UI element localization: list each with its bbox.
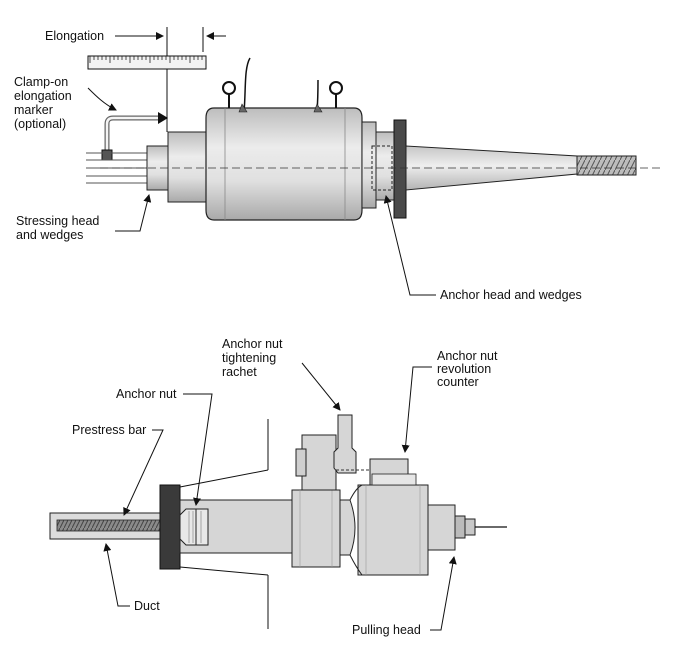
top-jack-diagram: Elongation Clamp-on elongation marker (o… — [14, 27, 660, 302]
label-clamp-3: marker — [14, 103, 53, 117]
label-revolution-3: counter — [437, 375, 479, 389]
clamp-marker-label: Clamp-on elongation marker (optional) — [14, 75, 168, 161]
anchor-nut — [179, 508, 197, 546]
marker-clamp — [101, 149, 113, 161]
prestress-bar — [56, 519, 178, 532]
hydraulic-fittings — [222, 57, 343, 113]
label-stressing-2: and wedges — [16, 228, 83, 242]
label-clamp-4: (optional) — [14, 117, 66, 131]
label-anchor-head: Anchor head and wedges — [440, 288, 582, 302]
label-revolution-1: Anchor nut — [437, 349, 498, 363]
ratchet-housing — [301, 434, 337, 491]
bearing-plate — [159, 484, 181, 570]
jack-ram — [291, 489, 341, 568]
elongation-dimension: Elongation — [45, 27, 226, 132]
label-elongation: Elongation — [45, 29, 104, 43]
jack-cylinder — [205, 107, 363, 221]
label-clamp-2: elongation — [14, 89, 72, 103]
jack-main-cylinder — [357, 484, 429, 576]
label-duct: Duct — [134, 599, 160, 613]
label-tightening-1: Anchor nut — [222, 337, 283, 351]
ruler — [87, 55, 207, 70]
label-stressing-1: Stressing head — [16, 214, 99, 228]
label-tightening-3: rachet — [222, 365, 257, 379]
anchor-plate — [393, 119, 407, 219]
label-clamp-1: Clamp-on — [14, 75, 68, 89]
label-prestress-bar: Prestress bar — [72, 423, 146, 437]
label-pulling-head: Pulling head — [352, 623, 421, 637]
label-anchor-nut: Anchor nut — [116, 387, 177, 401]
bottom-jack-diagram: Anchor nut tightening rachet Anchor nut … — [49, 337, 507, 637]
tightening-rachet — [333, 414, 357, 474]
threaded-end — [576, 155, 637, 176]
label-tightening-2: tightening — [222, 351, 276, 365]
pulling-head — [427, 504, 456, 551]
label-revolution-2: revolution — [437, 362, 491, 376]
